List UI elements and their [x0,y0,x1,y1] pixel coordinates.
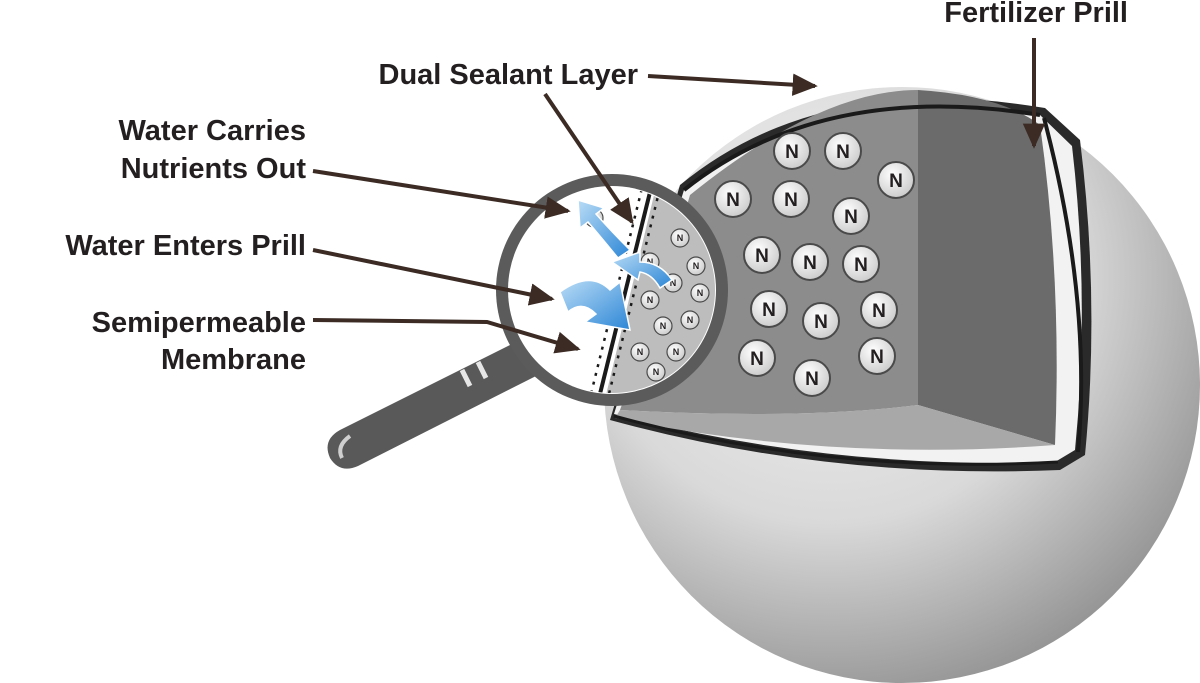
cutaway-wall [918,90,1057,445]
nutrient-symbol: N [653,367,660,377]
magnified-nutrient: N [630,342,650,362]
nutrient-symbol: N [803,253,817,274]
label-water-carries-line2: Nutrients Out [121,153,307,185]
nutrient-particle: N [802,302,840,340]
magnified-nutrient: N [666,342,686,362]
nutrient-particle: N [824,132,862,170]
magnified-nutrient: N [690,283,710,303]
nutrient-symbol: N [784,190,798,211]
nutrient-symbol: N [805,369,819,390]
nutrient-particle: N [772,180,810,218]
nutrient-particle: N [793,359,831,397]
magnified-nutrient: N [680,310,700,330]
label-semipermeable-line2: Membrane [161,344,306,376]
nutrient-particle: N [842,245,880,283]
nutrient-symbol: N [854,255,868,276]
nutrient-particle: N [791,243,829,281]
nutrient-symbol: N [697,288,704,298]
nutrient-particle: N [877,161,915,199]
nutrient-symbol: N [755,246,769,267]
nutrient-symbol: N [889,171,903,192]
magnifying-glass-icon [327,340,538,469]
nutrient-particle: N [858,337,896,375]
nutrient-particle: N [750,290,788,328]
nutrient-particle: N [860,291,898,329]
label-semipermeable-line1: Semipermeable [92,307,306,339]
nutrient-particle: N [743,236,781,274]
nutrient-symbol: N [637,347,644,357]
nutrient-symbol: N [660,321,667,331]
nutrient-symbol: N [836,142,850,163]
label-water-carries-line1: Water Carries [118,115,306,147]
nutrient-symbol: N [647,257,654,267]
nutrient-symbol: N [750,349,764,370]
water-out-arrow [577,198,674,290]
nutrient-symbol: N [726,190,740,211]
magnified-nutrient: N [670,228,690,248]
nutrient-particle: N [773,132,811,170]
nutrient-symbol: N [814,312,828,333]
nutrient-particle: N [832,197,870,235]
nutrient-symbol: N [762,300,776,321]
nutrient-particle: N [738,339,776,377]
nutrient-symbol: N [647,295,654,305]
nutrient-symbol: N [693,261,700,271]
leader-lines [312,38,1046,354]
nutrient-symbol: N [687,315,694,325]
magnified-nutrient: N [686,256,706,276]
nutrient-symbol: N [670,278,677,288]
nutrient-symbol: N [870,347,884,368]
label-dual-sealant-layer: Dual Sealant Layer [379,59,639,91]
nutrient-symbol: N [872,301,886,322]
magnified-nutrient: N [646,362,666,382]
nutrient-symbol: N [677,233,684,243]
nutrient-particle: N [714,180,752,218]
magnified-nutrient: N [653,316,673,336]
nutrient-particles: N N N N N N N N N N N N N N N [714,132,915,397]
nutrient-symbol: N [844,207,858,228]
water-enters-arrow [559,279,631,331]
label-fertilizer-prill: Fertilizer Prill [944,0,1128,29]
label-water-enters-prill: Water Enters Prill [65,230,306,262]
nutrient-symbol: N [785,142,799,163]
nutrient-symbol: N [673,347,680,357]
magnified-nutrient: N [640,290,660,310]
